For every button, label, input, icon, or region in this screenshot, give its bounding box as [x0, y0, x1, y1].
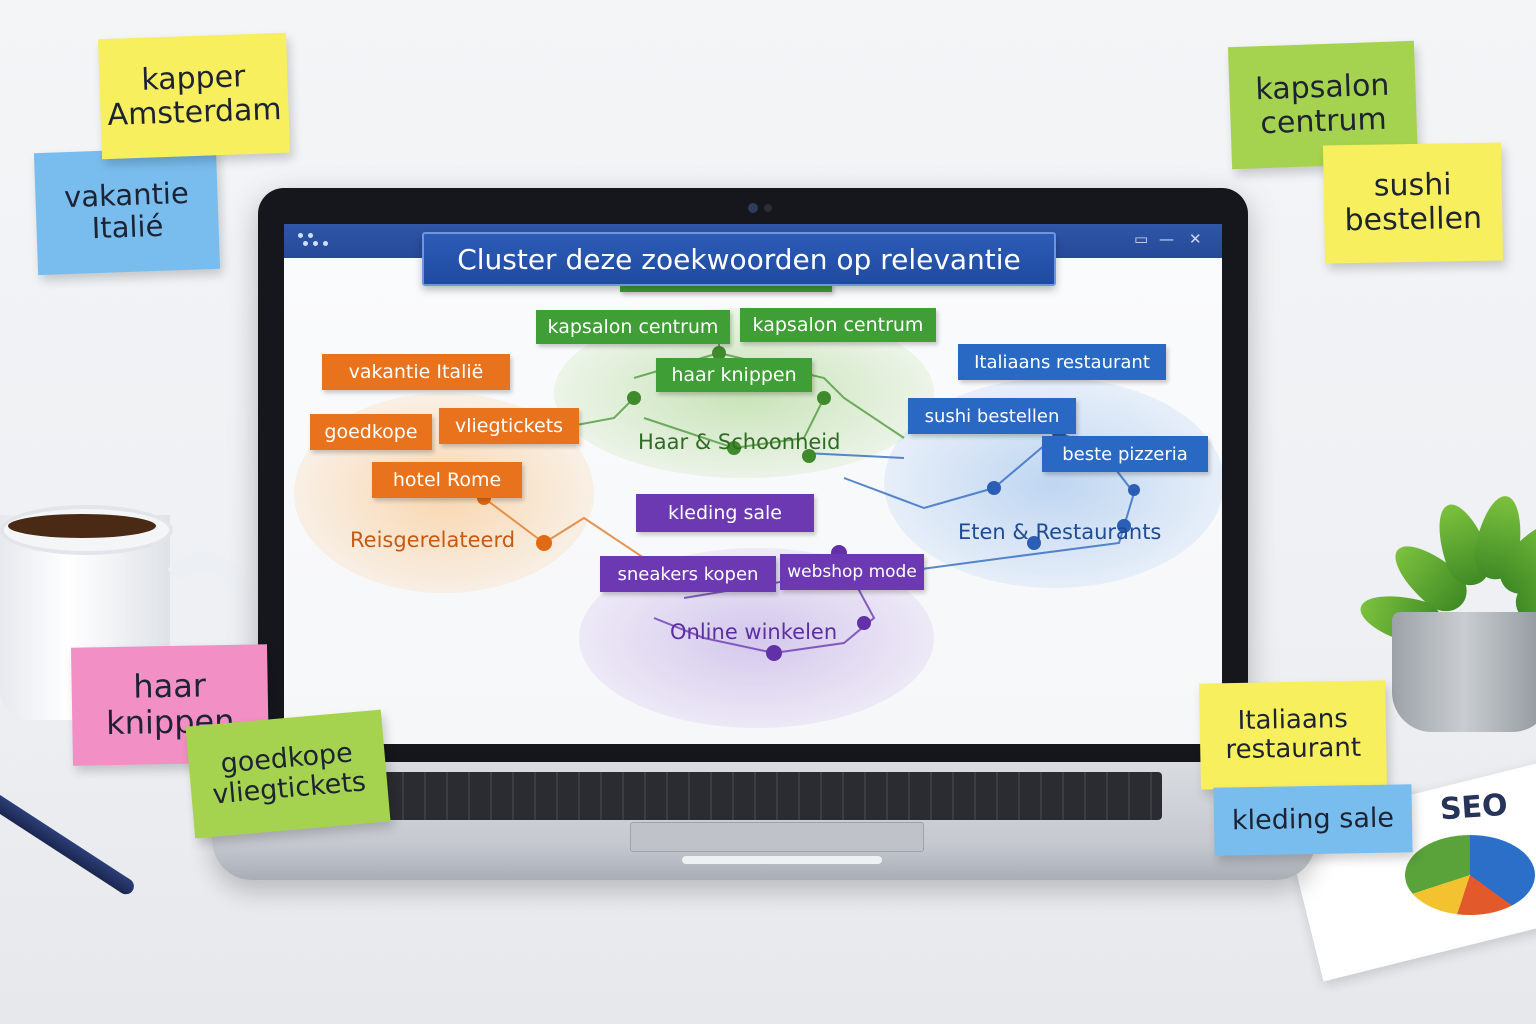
- keyword-tag[interactable]: sneakers kopen: [600, 556, 776, 592]
- plant-pot: [1392, 612, 1536, 732]
- keyword-tag[interactable]: vakantie Italië: [322, 354, 510, 390]
- sticky-note: Italiaans restaurant: [1199, 680, 1387, 790]
- keyword-tag[interactable]: haar knippen: [656, 358, 812, 392]
- cluster-diagram: kapper Amsterdam kapsalon centrum kapsal…: [284, 258, 1222, 744]
- minimize-window-icon[interactable]: —: [1159, 230, 1174, 248]
- keyword-tag[interactable]: kleding sale: [636, 494, 814, 532]
- keyword-tag[interactable]: kapsalon centrum: [740, 308, 936, 342]
- laptop-notch: [682, 856, 882, 864]
- keyword-tag[interactable]: Italiaans restaurant: [958, 344, 1166, 380]
- keyword-tag[interactable]: beste pizzeria: [1042, 436, 1208, 472]
- keyword-tag[interactable]: sushi bestellen: [908, 398, 1076, 434]
- keyword-tag[interactable]: vliegtickets: [439, 408, 579, 444]
- laptop: ▭ — ✕: [258, 188, 1248, 766]
- coffee: [8, 514, 156, 538]
- laptop-base: [212, 762, 1316, 880]
- restore-window-icon[interactable]: ▭: [1134, 230, 1149, 248]
- cluster-label: Online winkelen: [670, 620, 838, 644]
- cluster-label: Haar & Schoonheid: [638, 430, 841, 454]
- keyword-tag[interactable]: hotel Rome: [372, 462, 522, 498]
- laptop-screen: ▭ — ✕: [284, 224, 1222, 744]
- close-window-icon[interactable]: ✕: [1189, 230, 1202, 248]
- cluster-label: Eten & Restaurants: [958, 520, 1162, 544]
- keyword-tag[interactable]: webshop mode: [780, 554, 924, 590]
- trackpad: [630, 822, 924, 852]
- sticky-note: sushi bestellen: [1322, 142, 1504, 264]
- app-logo-icon: [298, 233, 332, 253]
- keyword-tag[interactable]: goedkope: [310, 414, 432, 450]
- keyword-tag[interactable]: kapsalon centrum: [536, 310, 730, 344]
- page-title: Cluster deze zoekwoorden op relevantie: [422, 232, 1056, 286]
- keyboard: [382, 772, 1162, 820]
- pie-chart-icon: [1405, 835, 1535, 915]
- sticky-note: kleding sale: [1213, 784, 1413, 856]
- pen: [0, 791, 137, 898]
- cluster-label: Reisgerelateerd: [350, 528, 516, 552]
- webcam-sensor: [764, 204, 772, 212]
- seo-label: SEO: [1438, 787, 1509, 828]
- sticky-note: goedkope vliegtickets: [185, 709, 391, 839]
- sticky-note: vakantie Italié: [33, 146, 221, 276]
- sticky-note: kapper Amsterdam: [97, 32, 291, 160]
- webcam-icon: [748, 203, 758, 213]
